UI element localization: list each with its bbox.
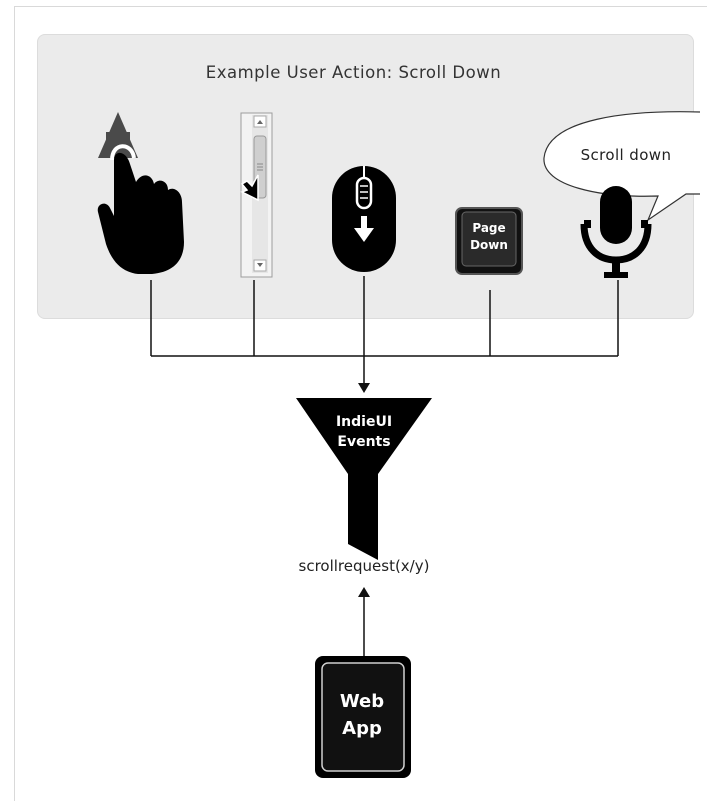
funnel-label-line2: Events (337, 434, 391, 450)
microphone-icon (580, 186, 652, 278)
panel-title: Example User Action: Scroll Down (205, 63, 502, 82)
web-app-label-line2: App (342, 718, 382, 739)
funnel-label-line1: IndieUI (335, 414, 393, 430)
page-down-key-icon (455, 207, 523, 275)
page-frame (14, 6, 707, 801)
scrollbar-icon (240, 112, 273, 278)
speech-bubble (543, 111, 701, 222)
key-label-line2: Down (470, 238, 508, 252)
mouse-wheel-icon (332, 166, 396, 272)
scroll-request-event: scrollrequest(x/y) (298, 557, 430, 575)
indieui-events-funnel (296, 398, 432, 560)
speech-bubble-text: Scroll down (580, 146, 672, 164)
key-label-line1: Page (472, 221, 506, 235)
touch-gesture-icon (97, 112, 184, 274)
web-app-box (315, 656, 411, 778)
web-app-label-line1: Web (339, 691, 385, 712)
